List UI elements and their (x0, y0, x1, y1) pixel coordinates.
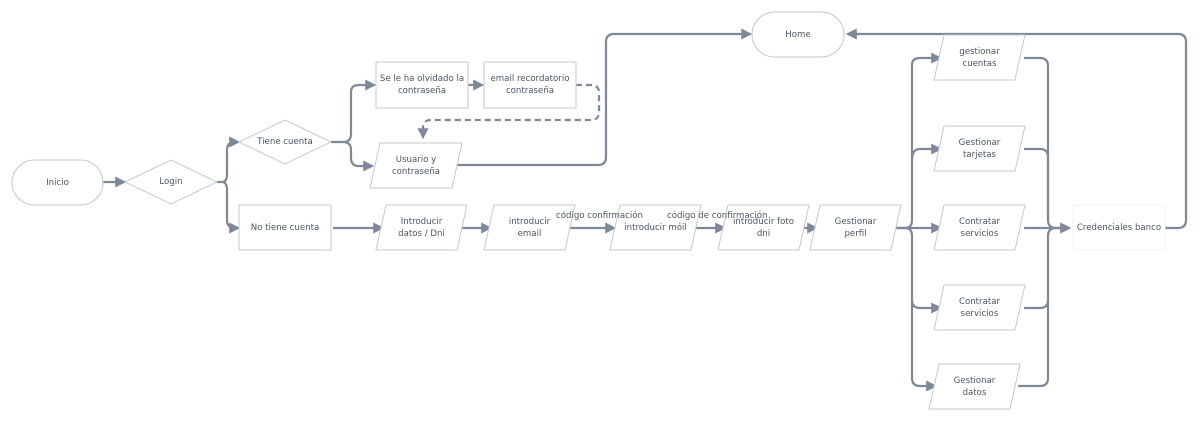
node-tiene-cuenta (237, 119, 333, 165)
node-email-recordatorio (483, 61, 577, 109)
edge-label-codigo-de-confirmacion: código de confirmación (667, 211, 768, 221)
edge-email-recordatorio-usuario (417, 83, 601, 140)
edge-cuentas-credenciales (1024, 56, 1072, 234)
node-credenciales-banco (1072, 204, 1166, 251)
edge-contratar-2-credenciales (1024, 226, 1057, 310)
node-gestionar-tarjetas (933, 125, 1026, 172)
node-home (751, 11, 845, 58)
node-gestionar-cuentas (933, 34, 1026, 81)
node-gestionar-perfil (809, 204, 902, 251)
node-login (123, 159, 219, 205)
node-contratar-servicios-2 (933, 284, 1026, 331)
edge-tiene-cuenta-usuario (342, 140, 375, 172)
edge-perfil-gestionar-datos (910, 300, 938, 392)
node-introducir-email (483, 204, 576, 251)
edge-datos-credenciales (1018, 300, 1050, 388)
node-usuario (369, 142, 463, 189)
edge-login-tiene-cuenta (217, 136, 241, 184)
node-gestionar-datos (928, 363, 1021, 410)
node-inicio (11, 159, 104, 206)
node-introducir-datos (375, 204, 468, 251)
edge-login-no-tiene-cuenta (221, 180, 241, 234)
node-no-tiene-cuenta (238, 204, 332, 251)
node-contratar-servicios-1 (933, 204, 1026, 251)
edge-usuario-home (455, 28, 753, 167)
node-introducir-movil (609, 204, 702, 251)
edge-tarjetas-credenciales (1024, 147, 1050, 220)
edge-perfil-gestionar-tarjetas (910, 143, 943, 161)
edge-perfil-gestionar-cuentas (896, 52, 943, 230)
node-olvidado (375, 61, 469, 109)
edge-perfil-contratar-2 (904, 226, 943, 314)
edge-credenciales-home (845, 28, 1188, 230)
edge-tiene-cuenta-olvidado (331, 79, 377, 144)
node-introducir-foto (717, 204, 810, 251)
edge-label-codigo-confirmacion: código confirmación (556, 211, 643, 221)
